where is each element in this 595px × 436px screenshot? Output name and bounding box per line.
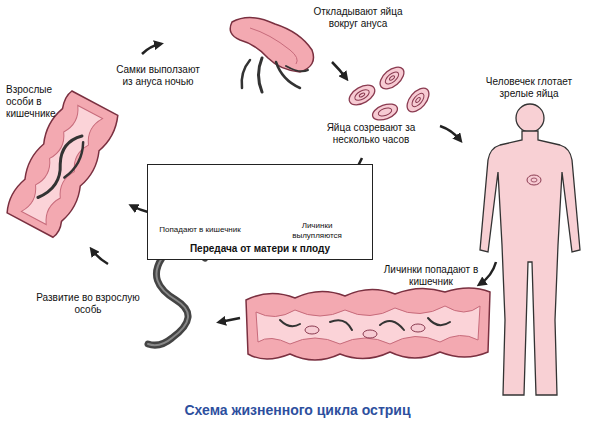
anus-illustration — [230, 17, 313, 92]
box-text: Попадают в кишечник — [154, 225, 246, 235]
adult-worm — [148, 248, 205, 345]
stage-label: Самки выползают из ануса ночью — [112, 64, 204, 88]
stage-label: Человечек глотает зрелые яйца — [470, 76, 588, 100]
cycle-arrows — [92, 44, 496, 322]
eggs-illustration — [346, 63, 433, 123]
box-text: Личинки вылупляются — [276, 221, 358, 241]
stage-label: Личинки попадают в кишечник — [372, 264, 490, 288]
transmission-box: Попадают в кишечник Личинки вылупляютсяПе… — [147, 164, 373, 260]
stage-label: Яйца созревают за несколько часов — [312, 122, 430, 146]
stage-label: Взрослые особи в кишечнике — [6, 84, 68, 120]
box-heading: Передача от матери к плоду — [148, 243, 372, 255]
intestine-bottom — [246, 288, 490, 360]
human-figure — [480, 104, 580, 395]
diagram-title: Схема жизненного цикла остриц — [0, 402, 595, 418]
stage-label: Развитие во взрослую особь — [34, 292, 142, 316]
stage-label: Откладывают яйца вокруг ануса — [300, 6, 416, 30]
